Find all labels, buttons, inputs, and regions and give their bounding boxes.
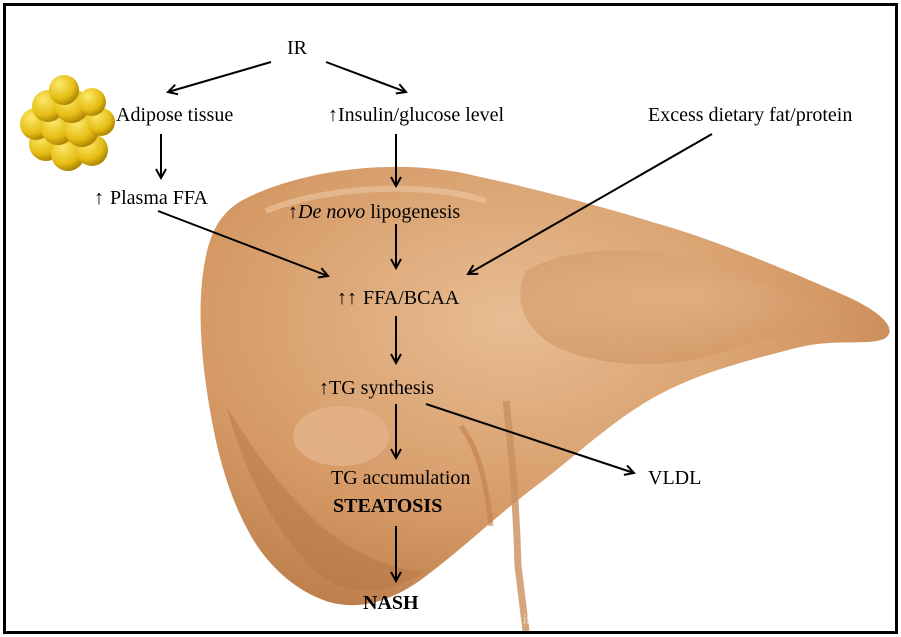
up-arrow-symbol: ↑ <box>94 187 104 209</box>
double-up-arrow-symbol: ↑↑ <box>337 287 357 309</box>
up-arrow-symbol: ↑ <box>288 201 298 223</box>
label-tg-synthesis: ↑TG synthesis <box>319 377 434 399</box>
watermark-url: http://www.cbsolutions.it/nash/gallery_l… <box>391 612 662 627</box>
label-steatosis: STEATOSIS <box>333 495 442 517</box>
label-vldl: VLDL <box>648 467 701 489</box>
up-arrow-symbol: ↑ <box>319 377 329 399</box>
label-insulin-glucose-level: ↑Insulin/glucose level <box>328 104 505 126</box>
gallbladder <box>293 406 389 466</box>
label-de-novo-lipogenesis: ↑De novo lipogenesis <box>288 201 460 223</box>
label-plasma-ffa: ↑ Plasma FFA <box>94 187 209 209</box>
liver-right-lobe <box>520 250 856 364</box>
label-tg-synthesis-text: TG synthesis <box>329 377 434 399</box>
label-excess-dietary: Excess dietary fat/protein <box>648 104 852 126</box>
label-lipogenesis: lipogenesis <box>365 201 460 223</box>
label-de-novo-italic: De novo <box>297 201 365 223</box>
label-nash: NASH <box>363 592 419 614</box>
up-arrow-symbol: ↑ <box>328 104 338 126</box>
label-ffa-bcaa-text: FFA/BCAA <box>363 287 460 309</box>
pathway-diagram: IR Adipose tissue ↑Insulin/glucose level… <box>6 6 895 631</box>
label-ffa-bcaa: ↑↑ FFA/BCAA <box>337 287 460 309</box>
label-plasma-ffa-text: Plasma FFA <box>110 187 209 209</box>
arrow-ir-to-insulin <box>326 62 406 92</box>
label-tg-accumulation: TG accumulation <box>331 467 470 489</box>
label-ir: IR <box>287 37 308 59</box>
liver-illustration <box>201 167 890 631</box>
diagram-frame: IR Adipose tissue ↑Insulin/glucose level… <box>3 3 898 634</box>
label-insulin-text: Insulin/glucose level <box>338 104 505 126</box>
arrow-ir-to-adipose <box>168 62 271 92</box>
label-adipose-tissue: Adipose tissue <box>116 104 233 126</box>
fat-cells-icon <box>20 75 115 171</box>
